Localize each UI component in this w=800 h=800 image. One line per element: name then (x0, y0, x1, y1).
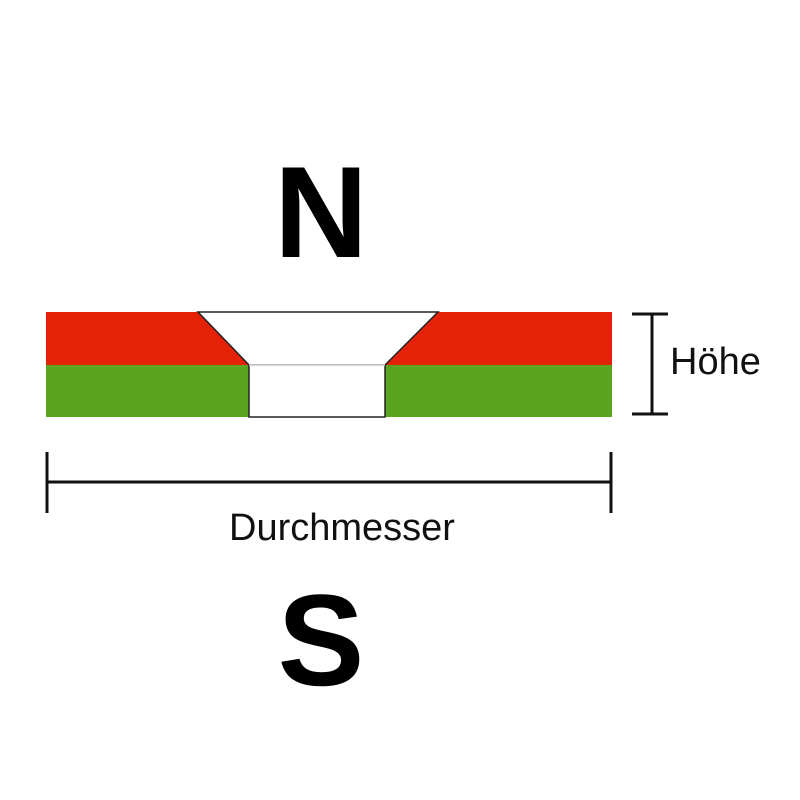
bore-hole (248, 364, 386, 418)
north-pole-label: N (274, 139, 368, 285)
diameter-label: Durchmesser (229, 507, 455, 549)
south-pole-label: S (277, 567, 365, 713)
diameter-dimension-bracket (45, 452, 613, 513)
height-dimension-bracket (632, 312, 668, 416)
height-label: Höhe (670, 341, 761, 383)
